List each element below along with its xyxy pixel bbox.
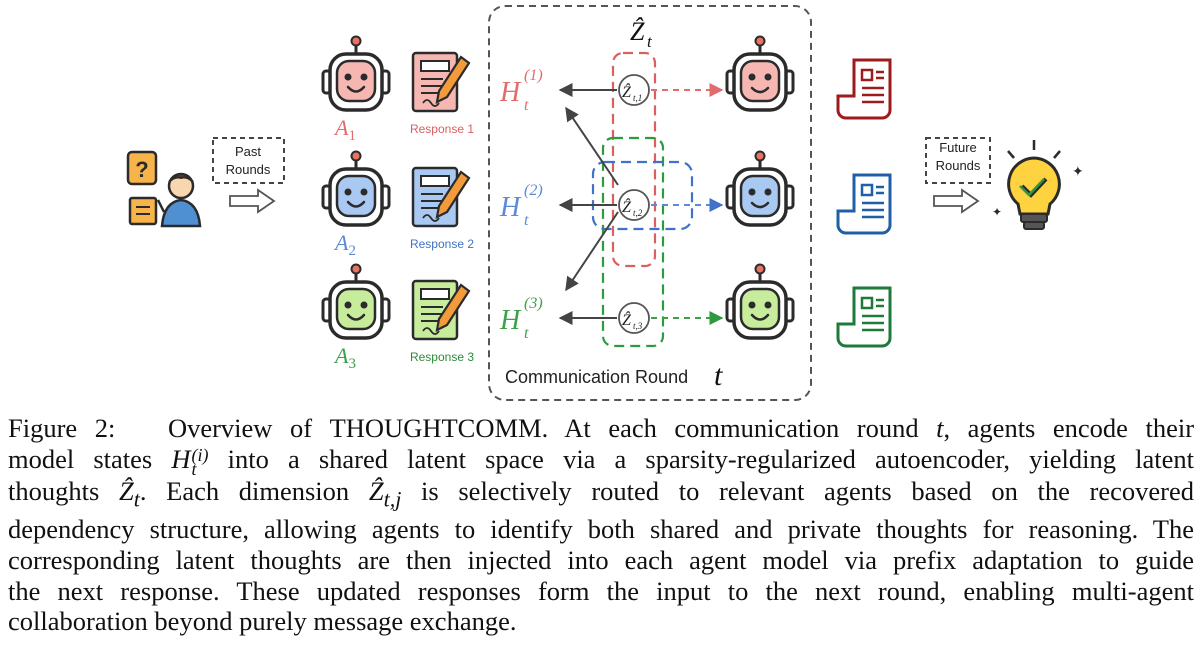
past-rounds-arrow — [229, 188, 276, 214]
updated-agent-robot-1 — [725, 34, 795, 112]
past-rounds-label: Past — [235, 144, 261, 159]
hidden-state-3: H(3) t — [499, 295, 543, 342]
agent-robot-1 — [321, 34, 391, 112]
future-rounds-arrow — [933, 188, 980, 214]
agent-label-3: A3 — [333, 343, 356, 372]
lightbulb-icon: ✦ ✦ — [992, 140, 1084, 230]
round-variable: t — [714, 359, 723, 392]
svg-text:(1): (1) — [524, 67, 543, 84]
svg-text:✦: ✦ — [1072, 163, 1084, 179]
svg-text:t: t — [524, 325, 529, 342]
svg-text:H: H — [499, 305, 522, 336]
response-label-1: Response 1 — [410, 122, 474, 136]
method-name: THOUGHTCOMM — [329, 413, 542, 443]
svg-text:✦: ✦ — [992, 205, 1002, 219]
agent-robot-2 — [321, 149, 391, 227]
agent-label-2: A2 — [333, 230, 356, 259]
svg-text:H: H — [499, 77, 522, 108]
agent-label-1: A1 — [333, 115, 356, 144]
cross-arrow-z2-to-h1 — [565, 106, 619, 186]
round-label: Communication Round — [505, 367, 688, 387]
latent-group-sub: t — [647, 32, 653, 51]
response-label-2: Response 2 — [410, 237, 474, 251]
red-latent-group — [611, 51, 657, 268]
updated-agent-robot-2 — [725, 149, 795, 227]
hidden-state-2: H(2) t — [499, 182, 543, 229]
svg-text:t,3: t,3 — [633, 321, 643, 331]
output-doc-icon-3 — [836, 286, 892, 348]
svg-text:t: t — [524, 97, 529, 114]
svg-text:t: t — [524, 212, 529, 229]
svg-text:(3): (3) — [524, 295, 543, 312]
svg-text:(2): (2) — [524, 182, 543, 199]
response-label-3: Response 3 — [410, 350, 474, 364]
blue-latent-group — [591, 160, 694, 231]
caption-line-1: Figure 2: Overview of THOUGHTCOMM. At ea… — [8, 413, 1195, 443]
response-doc-icon-3 — [411, 279, 471, 341]
user-icon: ? — [126, 150, 202, 228]
future-rounds-label-2: Rounds — [936, 158, 981, 173]
communication-round-box — [488, 5, 812, 401]
figure-caption: Figure 2: Overview of THOUGHTCOMM. At ea… — [8, 413, 1194, 637]
agent-robot-3 — [321, 262, 391, 340]
svg-text:?: ? — [135, 157, 148, 182]
svg-text:Ẑ: Ẑ — [622, 82, 632, 101]
caption-line-6: the next response. These updated respons… — [8, 575, 1194, 606]
svg-text:t,1: t,1 — [633, 93, 642, 103]
output-doc-icon-2 — [836, 173, 892, 235]
caption-line-5: corresponding latent thoughts are then i… — [8, 545, 1194, 575]
caption-line-4: dependency structure, allowing agents to… — [8, 514, 1194, 545]
latent-group-label: Ẑ — [630, 17, 645, 46]
caption-fig-label: Figure 2: — [8, 413, 116, 443]
response-doc-icon-1 — [411, 51, 471, 113]
svg-text:t,2: t,2 — [633, 208, 643, 218]
cross-arrow-z2-to-h3 — [565, 211, 619, 292]
svg-text:Ẑ: Ẑ — [622, 197, 632, 216]
output-doc-icon-1 — [836, 58, 892, 120]
caption-line-2: model states H(i)t into a shared latent … — [8, 443, 1194, 479]
caption-line-3: thoughts Ẑt. Each dimension Ẑt,j is sele… — [8, 475, 1194, 511]
svg-text:H: H — [499, 192, 522, 223]
green-latent-group — [601, 136, 665, 348]
future-rounds-label: Future — [939, 140, 977, 155]
hidden-state-1: H(1) t — [499, 67, 543, 114]
caption-line-7: collaboration beyond purely message exch… — [8, 606, 517, 637]
response-doc-icon-2 — [411, 166, 471, 228]
updated-agent-robot-3 — [725, 262, 795, 340]
overview-figure: ? Past Rounds A1 Response 1 A2 Response 2 A3… — [126, 5, 1084, 401]
past-rounds-label-2: Rounds — [226, 162, 271, 177]
svg-text:Ẑ: Ẑ — [622, 310, 632, 329]
